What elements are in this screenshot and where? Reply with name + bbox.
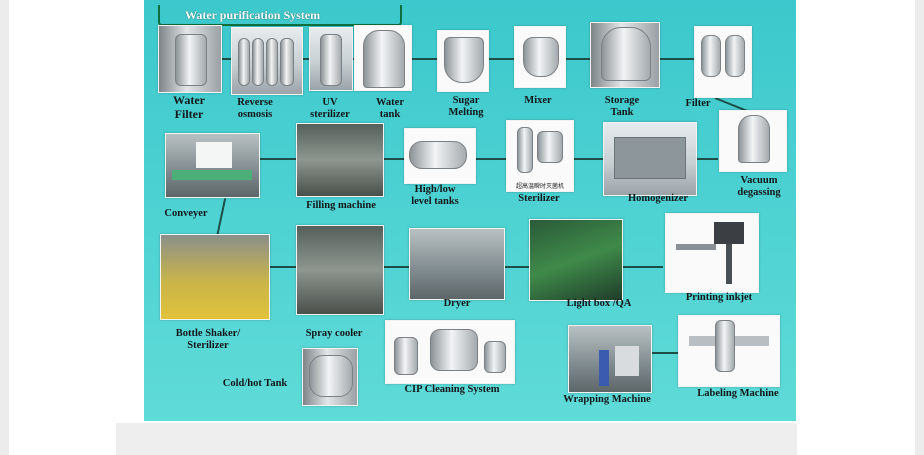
bottom-strip [116, 423, 797, 455]
cold-hot-tank-label: Cold/hot Tank [222, 378, 288, 389]
filter-image [694, 26, 752, 98]
uv-sterilizer-label: UV sterilizer [310, 97, 350, 120]
reverse-osmosis-image [231, 27, 303, 95]
labeling-machine-image [678, 315, 780, 387]
diagram-title: Water purification System [185, 8, 321, 22]
water-tank-image [354, 25, 412, 91]
storage-tank-label: Storage Tank [604, 95, 640, 118]
conveyer-image [165, 133, 260, 198]
water-filter-label: Water Filter [173, 93, 205, 121]
high-low-tanks-image [404, 128, 476, 184]
wrapping-machine-label: Wrapping Machine [563, 394, 651, 405]
cold-hot-tank-image [302, 348, 358, 406]
connector-row2 [258, 158, 718, 160]
filling-machine-label: Filling machine [306, 200, 376, 211]
reverse-osmosis-label: Reverse osmosis [237, 97, 273, 120]
printing-inkjet-label: Printing inkjet [685, 292, 753, 303]
light-box-label: Light box /QA [566, 298, 632, 309]
water-filter-image [158, 25, 222, 93]
mixer-label: Mixer [524, 95, 552, 106]
labeling-machine-label: Labeling Machine [697, 388, 779, 399]
sterilizer-label: Sterilizer [518, 193, 560, 204]
sterilizer-image: 超高温瞬时灭菌机 [506, 120, 574, 192]
filter-label: Filter [685, 98, 711, 109]
sugar-melting-image [437, 30, 489, 92]
spray-cooler-image [296, 225, 384, 315]
storage-tank-image [590, 22, 660, 88]
cip-cleaning-label: CIP Cleaning System [404, 384, 500, 395]
sugar-melting-label: Sugar Melting [448, 95, 484, 118]
spray-cooler-label: Spray cooler [305, 328, 363, 339]
filling-machine-image [296, 123, 384, 197]
wrapping-machine-image [568, 325, 652, 393]
light-box-image [529, 219, 623, 301]
connector-row4 [650, 352, 678, 354]
vacuum-degassing-label: Vacuum degassing [737, 175, 781, 198]
printing-inkjet-image [665, 213, 759, 293]
uv-sterilizer-image [309, 27, 353, 91]
water-tank-label: Water tank [376, 97, 404, 120]
water-purification-bracket [158, 5, 402, 26]
homogenizer-image [603, 122, 697, 196]
bottle-shaker-image [160, 234, 270, 320]
dryer-label: Dryer [443, 298, 471, 309]
high-low-tanks-label: High/low level tanks [411, 184, 459, 207]
sterilizer-cn-text: 超高温瞬时灭菌机 [515, 183, 564, 190]
dryer-image [409, 228, 505, 300]
vacuum-degassing-image [719, 110, 787, 172]
homogenizer-label: Homogenizer [627, 193, 689, 204]
bottle-shaker-label: Bottle Shaker/ Sterilizer [175, 328, 241, 351]
mixer-image [514, 26, 566, 88]
cip-cleaning-image [385, 320, 515, 384]
conveyer-label: Conveyer [164, 208, 208, 219]
